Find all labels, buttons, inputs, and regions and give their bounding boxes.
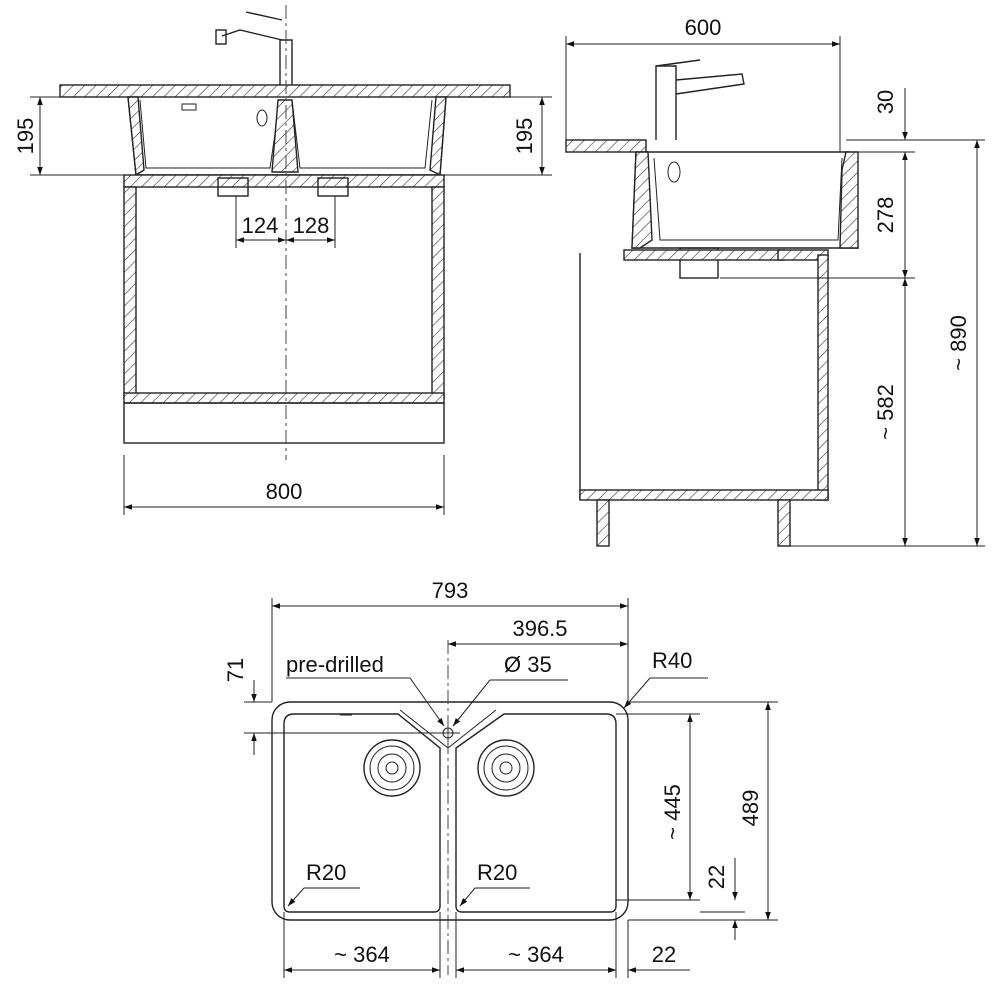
bowl-inner-side [653, 157, 843, 241]
front-view: 195 195 124 128 800 [13, 5, 552, 515]
dim-drain-left: 124 [242, 213, 279, 238]
faucet-spout-side [675, 73, 745, 95]
dim-hole: Ø 35 [504, 652, 552, 677]
faucet-lever-front [245, 11, 283, 21]
dim-bowl-depth: ~ 445 [660, 784, 685, 840]
drain-side [679, 247, 719, 279]
cabinet-floor-side [579, 489, 829, 501]
drain-right-plan [477, 739, 535, 797]
overflow-hole [256, 109, 268, 127]
side-view: 600 30 278 ~ 582 ~ 890 [565, 15, 985, 547]
right-bowl-plan [455, 713, 617, 913]
dim-cabinet: ~ 582 [873, 384, 898, 440]
dim-bowl-right-width: ~ 364 [508, 942, 564, 967]
faucet-body-side [655, 65, 677, 140]
dim-radius-outer: R40 [652, 648, 692, 673]
cabinet-floor [123, 392, 445, 404]
dim-radius-left: R20 [306, 860, 346, 885]
dim-overall-depth: 489 [738, 790, 763, 827]
faucet-lever-side [655, 59, 701, 67]
drain-left-front [217, 177, 249, 197]
dim-half-width: 396.5 [512, 616, 567, 641]
sink-front-wall [631, 151, 653, 249]
logo-plate [181, 103, 197, 111]
label-predrilled: pre-drilled [286, 652, 384, 677]
dim-bowl: 278 [873, 197, 898, 234]
dim-drain-right: 128 [293, 213, 330, 238]
cabinet-back-wall [817, 254, 829, 501]
cabinet-top-side [623, 249, 785, 261]
faucet-head-front [215, 29, 227, 45]
countertop-side [565, 139, 647, 153]
dim-height-right: 195 [512, 118, 537, 155]
overflow-side [667, 161, 681, 183]
faucet-spout-front [221, 29, 283, 41]
right-wall-hatch [429, 96, 447, 177]
left-bowl-plan [283, 713, 441, 913]
dim-rim-bottom: 22 [652, 942, 676, 967]
drain-right-front [317, 177, 349, 197]
dim-height-left: 195 [13, 118, 38, 155]
countertop-front [59, 84, 511, 98]
plan-view: 793 396.5 pre-drilled Ø 35 R40 71 ~ 445 … [223, 578, 778, 978]
dim-bowl-left-width: ~ 364 [334, 942, 390, 967]
left-bowl-front [139, 99, 281, 169]
dim-top: 30 [873, 90, 898, 114]
dim-overall-width: 793 [432, 578, 469, 603]
dim-depth: 600 [685, 15, 722, 40]
divider-hatch [271, 99, 299, 173]
cabinet-plinth [123, 402, 445, 444]
dim-rim-small: 22 [704, 865, 729, 889]
dim-radius-right: R20 [477, 860, 517, 885]
dim-width: 800 [266, 479, 303, 504]
drain-left-plan [363, 739, 421, 797]
sink-outer-rim [271, 701, 629, 921]
sink-back-wall [839, 151, 859, 249]
cabinet-left-wall [123, 186, 137, 400]
right-bowl-front [291, 99, 433, 169]
dim-offset: 71 [223, 658, 248, 682]
sink-body-side [631, 151, 859, 249]
left-wall-hatch [127, 96, 145, 177]
leg-front [596, 499, 610, 547]
cabinet-right-wall [431, 186, 445, 400]
leg-back [777, 499, 791, 547]
cabinet-top-front [123, 174, 445, 188]
dim-total: ~ 890 [946, 315, 971, 371]
